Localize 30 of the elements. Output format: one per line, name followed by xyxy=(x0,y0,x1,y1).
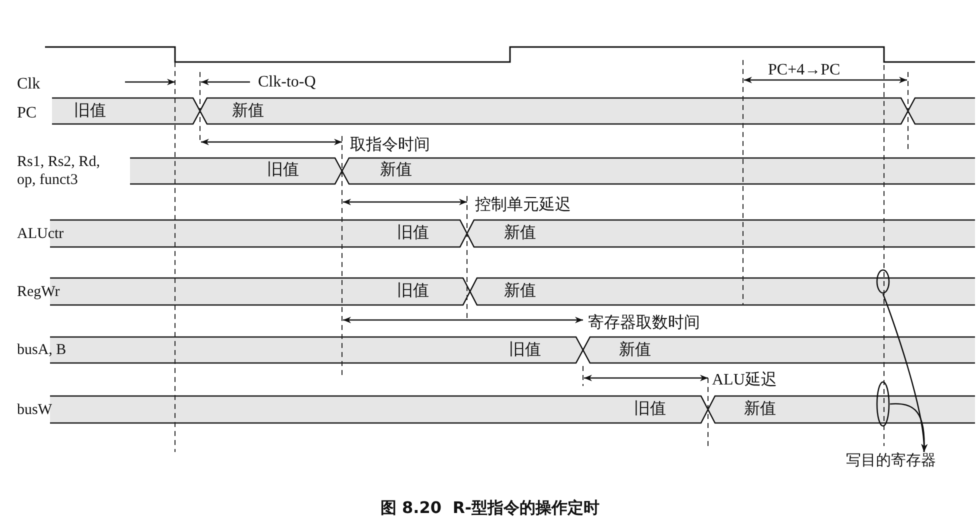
signal-label: PC xyxy=(17,103,37,123)
signal-value: 旧值 xyxy=(267,160,299,180)
signal-label: Clk-to-Q xyxy=(258,72,316,92)
signal-value: 新值 xyxy=(504,223,536,243)
arrow xyxy=(890,403,928,452)
signal-value: 新值 xyxy=(619,340,651,360)
signal-value: 新值 xyxy=(744,399,776,419)
signal-value: 旧值 xyxy=(509,340,541,360)
signal-value: 新值 xyxy=(232,101,264,121)
signal-value: 新值 xyxy=(504,281,536,301)
signal-value: 新值 xyxy=(380,160,412,180)
figure-caption: 图 8.20 R-型指令的操作定时 xyxy=(379,498,601,519)
highlight-ellipse xyxy=(876,381,890,427)
signal-label: Clk xyxy=(17,74,40,94)
signal-value: 旧值 xyxy=(397,223,429,243)
annotation-text: 写目的寄存器 xyxy=(846,452,936,470)
signal-value: 旧值 xyxy=(634,399,666,419)
signal-label: Rs1, Rs2, Rd, op, funct3 xyxy=(17,153,101,189)
highlight-ellipse xyxy=(876,269,890,294)
signal-label: RegWr xyxy=(17,283,60,301)
signal-label: PC+4→PC xyxy=(768,60,840,80)
signal-label: busW xyxy=(17,401,52,419)
signal-label: ALUctr xyxy=(17,225,64,243)
signal-value: 旧值 xyxy=(74,101,106,121)
signal-label: 寄存器取数时间 xyxy=(588,313,700,333)
signal-label: 取指令时间 xyxy=(350,135,430,155)
signal-value: 旧值 xyxy=(397,281,429,301)
signal-label: busA, B xyxy=(17,341,66,359)
signal-label: 控制单元延迟 xyxy=(475,195,571,215)
signal-label: ALU延迟 xyxy=(712,370,777,390)
